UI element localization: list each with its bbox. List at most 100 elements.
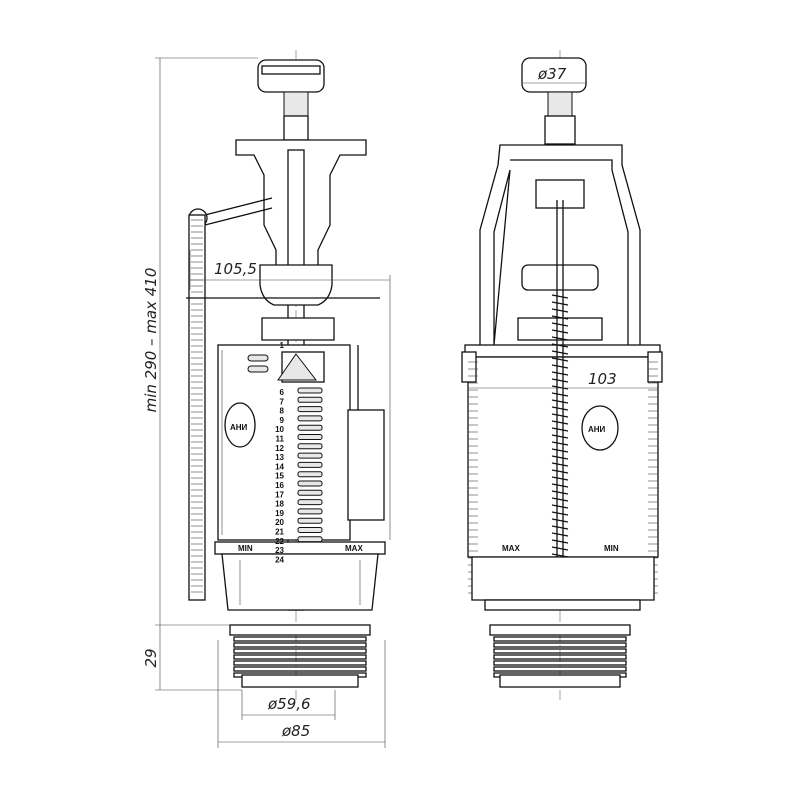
logo-text-right: АНИ [588, 425, 606, 434]
dim-inner-diameter: ø59,6 [267, 695, 311, 713]
thread-ridge [233, 666, 367, 672]
label-min-right: MIN [604, 544, 619, 553]
spring-coil [551, 371, 569, 376]
spring-coil [551, 483, 569, 488]
spring-coil [551, 441, 569, 446]
label-max-right: MAX [502, 544, 520, 553]
spring-coil [551, 546, 569, 551]
scale-number: 18 [275, 500, 284, 509]
scale-bar [297, 406, 323, 413]
label-max-left: MAX [345, 544, 363, 553]
spring-coil [551, 518, 569, 523]
scale-bar [297, 452, 323, 459]
dim-height-range: min 290 – max 410 [142, 268, 160, 413]
scale-number: 21 [275, 528, 284, 537]
spring-coil [551, 539, 569, 544]
thread-ridge [233, 648, 367, 654]
thread-ridge [493, 642, 627, 648]
spring-coil [551, 399, 569, 404]
spring-coil [551, 385, 569, 390]
scale-bar [297, 527, 323, 533]
dim-outer-diameter: ø85 [281, 722, 310, 740]
scale-number: 11 [276, 435, 285, 444]
spring-coil [551, 392, 569, 397]
spring-coil [551, 532, 569, 537]
scale-number: 15 [275, 472, 284, 481]
scale-number: 20 [275, 518, 284, 527]
dim-lever-offset: 105,5 [214, 260, 257, 278]
scale-number: 19 [275, 509, 284, 518]
scale-bar [297, 536, 323, 543]
thread-ridge [233, 636, 367, 642]
thread-ridge [233, 660, 367, 666]
scale-bar [297, 396, 323, 403]
scale-number: 1 [280, 341, 285, 350]
logo-left [224, 402, 256, 448]
spring-coil [551, 350, 569, 355]
spring-coil [551, 329, 569, 334]
scale-number: 17 [275, 490, 284, 499]
scale-number: 23 [275, 546, 284, 555]
spring-coil [551, 420, 569, 425]
left-view [186, 50, 386, 700]
button-cap [257, 59, 325, 93]
thread-ridge [493, 666, 627, 672]
spring-coil [551, 490, 569, 495]
dimensions: min 290 – max 410 29 105,5 ø59,6 ø85 ø37… [142, 57, 658, 748]
spring-coil [551, 434, 569, 439]
spring-coil [551, 378, 569, 383]
spring-coil [551, 343, 569, 348]
dim-button-diameter: ø37 [537, 65, 567, 83]
spring-coil [551, 336, 569, 341]
scale-number: 8 [280, 407, 285, 416]
dim-body-width: 103 [588, 370, 617, 388]
scale-number: 6 [280, 388, 285, 397]
spring-coil [551, 511, 569, 516]
right-view [461, 50, 663, 700]
scale-number: 24 [275, 555, 284, 564]
scale-bar [297, 415, 323, 422]
thread-ridge [493, 636, 627, 642]
spring-coil [551, 406, 569, 411]
spring-coil [551, 413, 569, 418]
spring-coil [551, 455, 569, 460]
scale-bar [297, 499, 323, 506]
scale-bar [297, 387, 323, 394]
spring-coil [551, 427, 569, 432]
thread-ridge [493, 660, 627, 666]
scale-bar [297, 461, 323, 468]
spring-coil [551, 315, 569, 320]
logo-text-left: АНИ [230, 423, 248, 432]
thread-ridge [493, 654, 627, 660]
scale-bar [297, 424, 323, 431]
scale-number: 12 [275, 444, 284, 453]
scale-number: 7 [280, 397, 285, 406]
spring-coil [551, 322, 569, 327]
scale-bar [297, 489, 323, 496]
spring-coil [551, 497, 569, 502]
float [347, 409, 385, 521]
scale-bar [297, 434, 323, 440]
spring-coil [551, 476, 569, 481]
thread-ridge [233, 654, 367, 660]
scale-bar [297, 480, 323, 487]
logo-right [581, 405, 619, 451]
spring-coil [551, 504, 569, 509]
spring-coil [551, 301, 569, 306]
thread-ridge [493, 648, 627, 654]
scale-number: 10 [275, 425, 284, 434]
spring-coil [551, 364, 569, 369]
scale-number: 14 [275, 462, 284, 471]
spring-coil [551, 357, 569, 362]
scale-bar [297, 443, 323, 450]
dim-thread-height: 29 [142, 648, 160, 667]
spring-coil [551, 294, 569, 299]
scale-number: 13 [275, 453, 284, 462]
spring-coil [551, 462, 569, 467]
height-rack [188, 214, 206, 601]
scale-number: 9 [280, 416, 285, 425]
spring-coil [551, 448, 569, 453]
spring-coil [551, 469, 569, 474]
